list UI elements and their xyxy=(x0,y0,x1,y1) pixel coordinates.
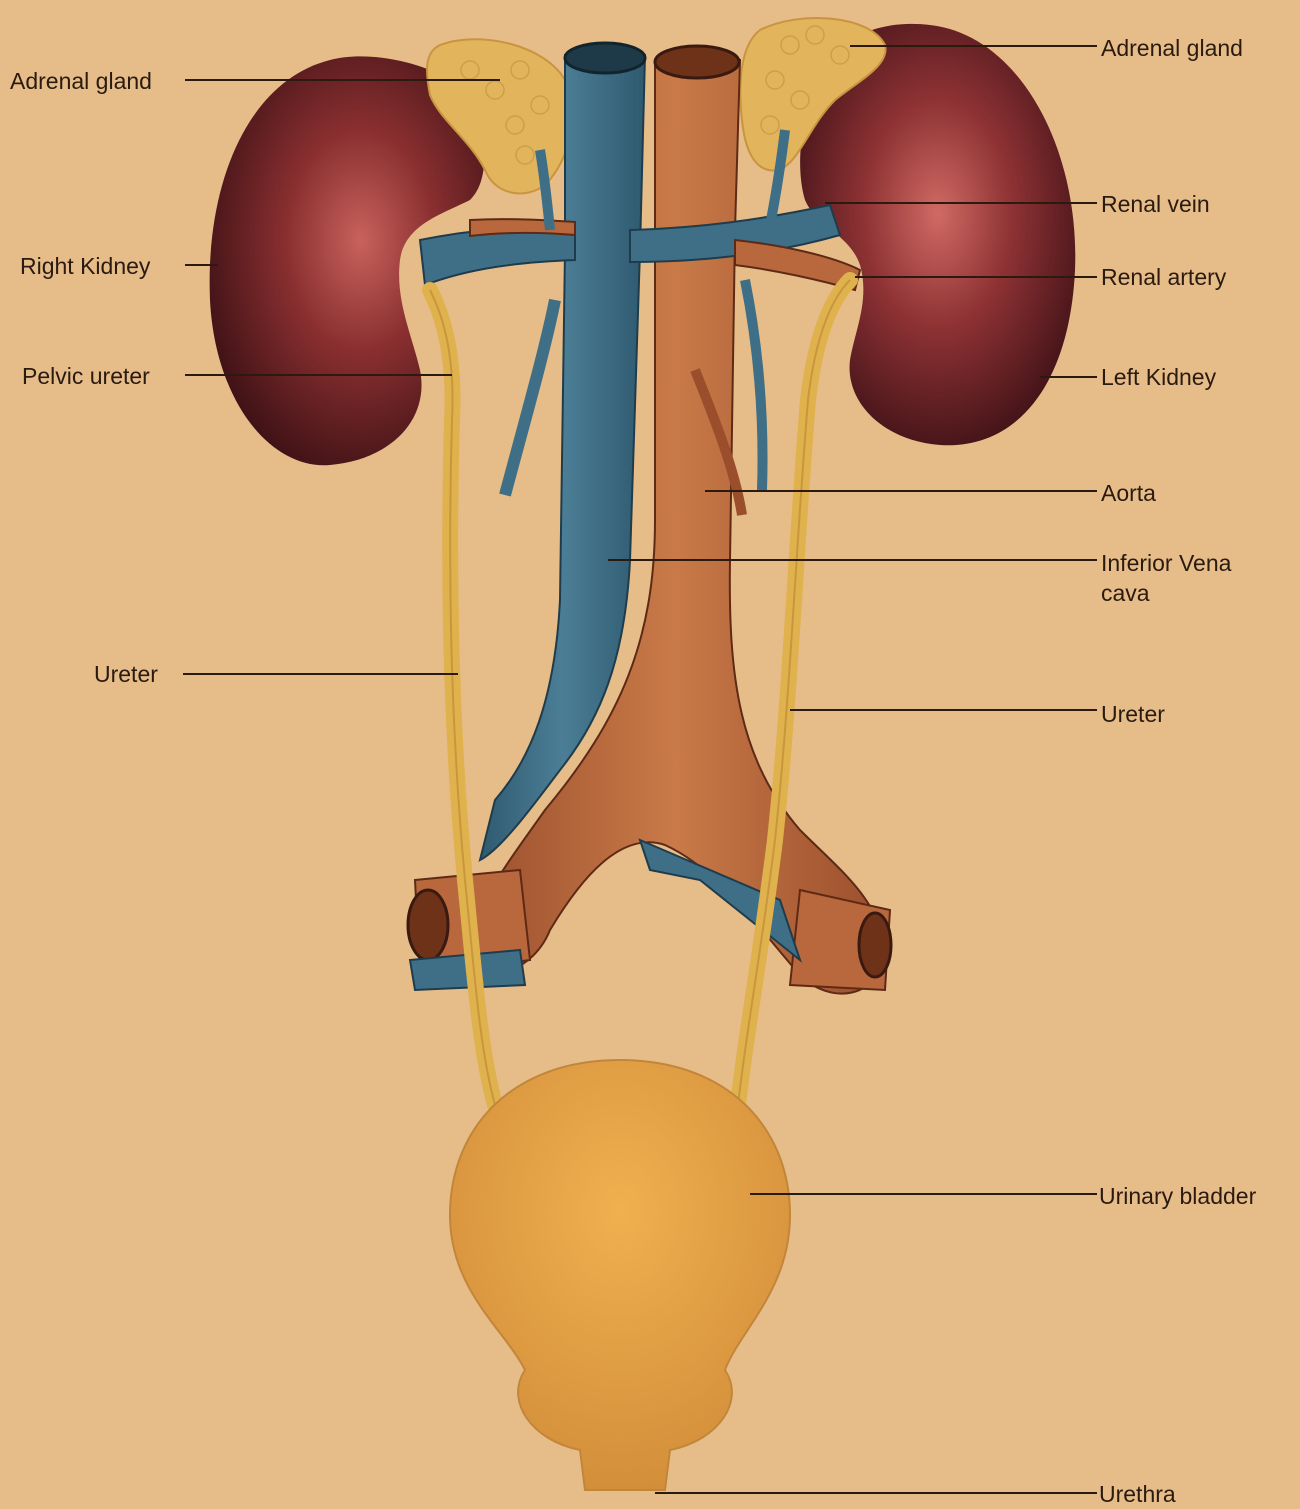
label-adrenal-gland-right: Adrenal gland xyxy=(10,66,152,96)
label-renal-vein: Renal vein xyxy=(1101,189,1210,219)
label-left-kidney: Left Kidney xyxy=(1101,362,1216,392)
label-adrenal-gland-left: Adrenal gland xyxy=(1101,33,1243,63)
label-inferior-vena-cava-line1: Inferior Vena xyxy=(1101,548,1231,578)
label-urinary-bladder: Urinary bladder xyxy=(1099,1181,1256,1211)
label-ureter-right: Ureter xyxy=(94,659,158,689)
label-aorta: Aorta xyxy=(1101,478,1156,508)
label-inferior-vena-cava-line2: cava xyxy=(1101,578,1150,608)
label-urethra: Urethra xyxy=(1099,1479,1176,1509)
label-renal-artery: Renal artery xyxy=(1101,262,1226,292)
label-pelvic-ureter: Pelvic ureter xyxy=(22,361,150,391)
label-right-kidney: Right Kidney xyxy=(20,251,150,281)
label-ureter-left: Ureter xyxy=(1101,699,1165,729)
